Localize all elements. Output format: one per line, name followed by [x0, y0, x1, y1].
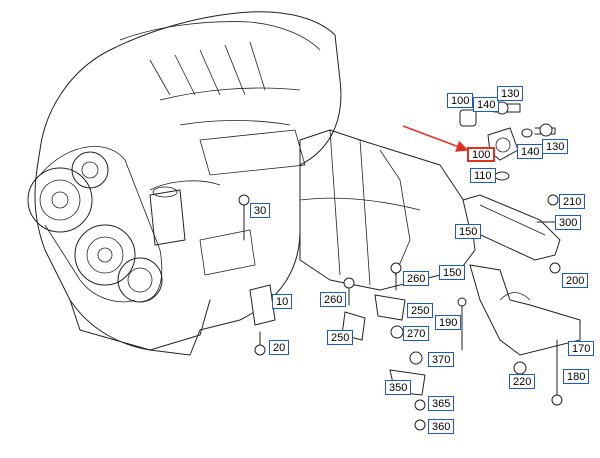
transmission: [299, 129, 476, 291]
left-bolts-brackets: [238, 194, 426, 431]
callout-100[interactable]: 100: [447, 93, 474, 108]
callout-190[interactable]: 190: [435, 315, 462, 330]
callout-350[interactable]: 350: [385, 380, 412, 395]
callout-10[interactable]: 10: [272, 294, 293, 309]
callout-300[interactable]: 300: [555, 215, 582, 230]
callout-110[interactable]: 110: [470, 168, 496, 183]
callout-140[interactable]: 140: [473, 97, 500, 112]
callout-360[interactable]: 360: [428, 419, 455, 434]
callout-100-highlighted[interactable]: 100: [467, 147, 496, 162]
callout-150[interactable]: 150: [455, 224, 482, 239]
callout-200[interactable]: 200: [562, 273, 589, 288]
callout-250[interactable]: 250: [327, 330, 354, 345]
callout-210[interactable]: 210: [559, 194, 586, 209]
callout-365[interactable]: 365: [428, 396, 455, 411]
callout-20[interactable]: 20: [269, 340, 290, 355]
callout-220[interactable]: 220: [509, 374, 536, 389]
crossmember-parts: [457, 194, 581, 406]
callout-370[interactable]: 370: [428, 352, 455, 367]
callout-170[interactable]: 170: [568, 341, 595, 356]
callout-180[interactable]: 180: [563, 369, 590, 384]
callout-150[interactable]: 150: [439, 265, 466, 280]
callout-270[interactable]: 270: [403, 326, 430, 341]
callout-260[interactable]: 260: [320, 292, 347, 307]
callout-30[interactable]: 30: [250, 203, 271, 218]
engine-block: [27, 11, 342, 356]
callout-130[interactable]: 130: [542, 139, 569, 154]
callout-260[interactable]: 260: [403, 271, 430, 286]
pointer-arrow: [402, 125, 469, 152]
callout-130[interactable]: 130: [497, 86, 524, 101]
callout-140[interactable]: 140: [517, 144, 544, 159]
callout-250[interactable]: 250: [407, 303, 434, 318]
